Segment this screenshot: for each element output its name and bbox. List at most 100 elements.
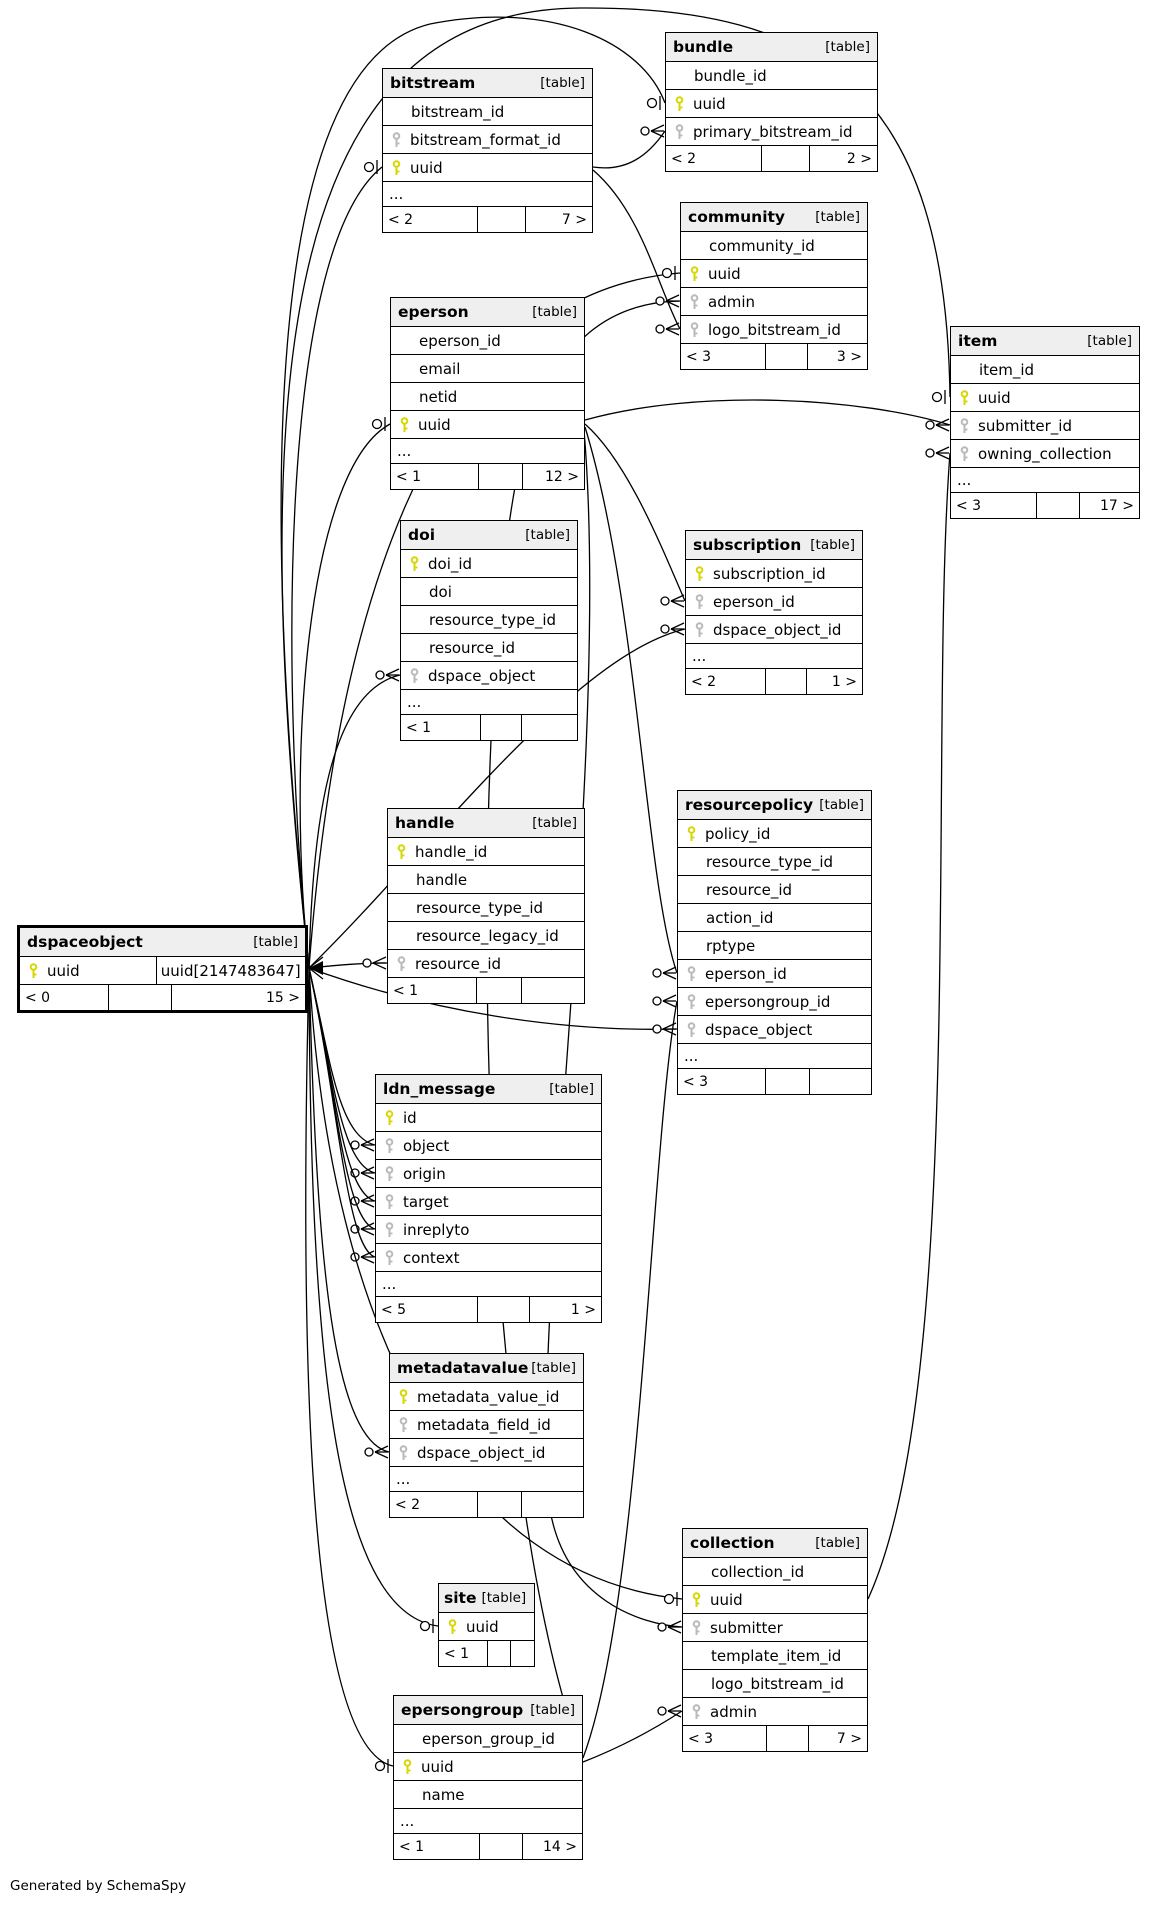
footer-text: < 3: [686, 348, 712, 365]
table-header-subscription[interactable]: subscription [table]: [686, 531, 862, 560]
foreign-key-icon: [385, 1193, 394, 1209]
table-resourcepolicy[interactable]: resourcepolicy[table] policy_id resource_…: [677, 790, 872, 1095]
table-header-collection[interactable]: collection[table]: [683, 1529, 867, 1558]
column-name: admin: [708, 292, 755, 311]
table-header-epersongroup[interactable]: epersongroup [table]: [394, 1696, 582, 1725]
footer-children-count: < 1: [391, 464, 478, 489]
relationship-line-dspaceobject.uuid-ldn_message.target: [308, 967, 376, 1202]
table-tag: [table]: [825, 39, 870, 55]
column-row-policy_id: policy_id: [678, 820, 871, 848]
table-subscription[interactable]: subscription[table] subscription_id eper…: [685, 530, 863, 695]
footer-children-count: < 1: [439, 1641, 487, 1666]
table-tag: [table]: [530, 1702, 575, 1718]
column-name: dspace_object: [705, 1020, 813, 1039]
table-header-community[interactable]: community[table]: [681, 203, 867, 232]
foreign-key-icon: [687, 1021, 696, 1037]
table-collection[interactable]: collection[table]collection_id uuid subm…: [682, 1528, 868, 1752]
footer-spacer-cell: [480, 715, 520, 740]
table-epersongroup[interactable]: epersongroup[table]eperson_group_id uuid…: [393, 1695, 583, 1860]
table-header-site[interactable]: site[table]: [439, 1584, 534, 1613]
column-row-eperson_id: eperson_id: [678, 960, 871, 988]
column-name: uuid: [708, 264, 741, 283]
column-row-dspace_object_id: dspace_object_id: [686, 616, 862, 644]
table-footer: < 1: [439, 1641, 534, 1666]
crow-marker-prong: [662, 994, 677, 1002]
table-header-handle[interactable]: handle[table]: [388, 809, 584, 838]
column-row-admin: admin: [681, 288, 867, 316]
foreign-key-icon: [675, 123, 684, 139]
ellipsis-row: ...: [391, 439, 584, 464]
column-name: bitstream_format_id: [410, 130, 561, 149]
table-item[interactable]: item[table]item_id uuid submitter_id own…: [950, 326, 1140, 519]
table-tag: [table]: [540, 75, 585, 91]
column-row-resource_id: resource_id: [401, 634, 577, 662]
table-header-ldn_message[interactable]: ldn_message[table]: [376, 1075, 601, 1104]
footer-parents-count: 17 >: [1078, 493, 1139, 518]
column-row-logo_bitstream_id: logo_bitstream_id: [681, 316, 867, 344]
table-header-dspaceobject[interactable]: dspaceobject[table]: [20, 928, 305, 957]
column-name: resource_type_id: [429, 610, 557, 629]
column-name: uuid: [410, 158, 443, 177]
footer-text: < 2: [671, 150, 697, 167]
column-name: community_id: [709, 236, 815, 255]
footer-children-count: < 2: [390, 1492, 477, 1517]
column-name: resource_type_id: [706, 852, 834, 871]
table-bitstream[interactable]: bitstream[table] bitstream_id bitstream_f…: [382, 68, 593, 233]
table-header-item[interactable]: item[table]: [951, 327, 1139, 356]
table-name: metadatavalue: [397, 1359, 529, 1377]
column-row-admin: admin: [683, 1698, 867, 1726]
ellipsis-label: ...: [396, 1470, 411, 1488]
table-header-doi[interactable]: doi[table]: [401, 521, 577, 550]
column-row-doi: doi: [401, 578, 577, 606]
column-row-item_id: item_id: [951, 356, 1139, 384]
table-header-bundle[interactable]: bundle[table]: [666, 33, 877, 62]
primary-key-icon: [675, 95, 684, 111]
crow-marker-prong: [372, 956, 387, 964]
column-name: handle: [416, 870, 468, 889]
column-row-collection_id: collection_id: [683, 1558, 867, 1586]
table-header-metadatavalue[interactable]: metadatavalue[table]: [390, 1354, 583, 1383]
column-row-community_id: community_id: [681, 232, 867, 260]
column-row-subscription_id: subscription_id: [686, 560, 862, 588]
table-ldn_message[interactable]: ldn_message[table] id object origin targ…: [375, 1074, 602, 1323]
footer-spacer-cell: [1035, 493, 1079, 518]
footer-text: < 3: [688, 1730, 714, 1747]
crow-marker-circle: [660, 624, 670, 634]
table-header-resourcepolicy[interactable]: resourcepolicy[table]: [678, 791, 871, 820]
footer-text: 2 >: [846, 150, 872, 167]
table-name: dspaceobject: [27, 933, 143, 951]
column-row-uuid: uuid: [683, 1586, 867, 1614]
footer-children-count: < 5: [376, 1297, 477, 1322]
table-name: item: [958, 332, 998, 350]
table-tag: [table]: [531, 1360, 576, 1376]
table-tag: [table]: [810, 537, 855, 553]
column-name: bitstream_id: [411, 102, 505, 121]
table-community[interactable]: community[table]community_id uuid admin …: [680, 202, 868, 370]
crow-marker-prong: [662, 966, 677, 974]
foreign-key-icon: [687, 965, 696, 981]
column-name: inreplyto: [403, 1220, 470, 1239]
column-name: epersongroup_id: [705, 992, 831, 1011]
table-header-eperson[interactable]: eperson[table]: [391, 298, 584, 327]
foreign-key-icon: [392, 131, 401, 147]
table-header-bitstream[interactable]: bitstream[table]: [383, 69, 592, 98]
foreign-key-icon: [960, 417, 969, 433]
column-name: resource_id: [415, 954, 502, 973]
footer-parents-count: 7 >: [808, 1726, 867, 1751]
foreign-key-icon: [397, 955, 406, 971]
dspaceobject-converge-arrow: [309, 961, 323, 975]
table-name: epersongroup: [401, 1701, 524, 1719]
primary-key-icon: [400, 416, 409, 432]
table-name: subscription: [693, 536, 802, 554]
table-site[interactable]: site[table] uuid< 1: [438, 1583, 535, 1667]
crow-marker-prong: [374, 1445, 389, 1453]
table-bundle[interactable]: bundle[table]bundle_id uuid primary_bits…: [665, 32, 878, 172]
column-row-submitter_id: submitter_id: [951, 412, 1139, 440]
table-metadatavalue[interactable]: metadatavalue[table] metadata_value_id m…: [389, 1353, 584, 1518]
